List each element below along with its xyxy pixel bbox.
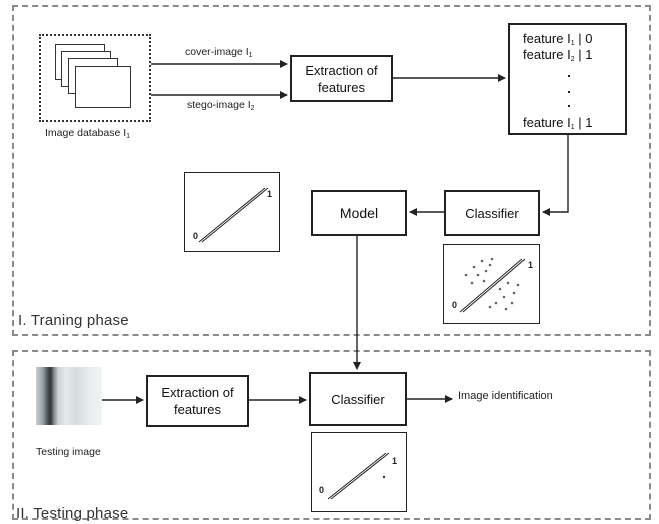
- feature-row-2: feature I2 | 1: [523, 47, 593, 63]
- training-classifier-box: Classifier: [444, 190, 540, 236]
- model-plot-zero: 0: [193, 231, 199, 241]
- image-database-icon: [39, 34, 151, 122]
- scatter-plot-box: 0 1: [443, 244, 540, 324]
- model-plot-box: 0 1: [184, 172, 280, 252]
- testing-extraction-box: Extraction of features: [146, 375, 249, 427]
- feature-ellipsis-dot: [568, 105, 570, 107]
- training-phase-frame: [12, 5, 651, 336]
- scatter-plot-zero: 0: [452, 300, 458, 310]
- testing-plot-zero: 0: [319, 485, 325, 495]
- model-box: Model: [311, 190, 407, 236]
- image-database-caption: Image database I1: [45, 127, 131, 140]
- training-phase-label: I. Traning phase: [18, 312, 129, 329]
- scatter-plot-one: 1: [528, 260, 534, 270]
- feature-ellipsis-dot: [568, 75, 570, 77]
- feature-row-1: feature I1 | 0: [523, 31, 593, 47]
- model-plot: [198, 187, 269, 243]
- model-plot-one: 1: [267, 189, 273, 199]
- testing-classifier-box: Classifier: [309, 372, 407, 426]
- stego-image-label: stego-image I2: [187, 99, 255, 112]
- scatter-plot: [459, 257, 526, 313]
- testing-plot-one: 1: [392, 456, 398, 466]
- training-extraction-box: Extraction of features: [290, 55, 393, 102]
- cover-image-label: cover-image I1: [185, 46, 253, 59]
- image-identification-label: Image identification: [458, 390, 553, 402]
- testing-plot-box: 0 1: [311, 432, 407, 512]
- testing-phase-frame: [12, 350, 651, 520]
- testing-image-caption: Testing image: [36, 446, 101, 458]
- features-list-box: feature I1 | 0 feature I2 | 1 feature I1…: [508, 23, 627, 135]
- testing-phase-label: II. Testing phase: [16, 505, 129, 522]
- feature-row-last: feature I1 | 1: [523, 115, 593, 131]
- testing-image-thumbnail: [36, 367, 102, 425]
- feature-ellipsis-dot: [568, 91, 570, 93]
- testing-plot: [327, 452, 390, 500]
